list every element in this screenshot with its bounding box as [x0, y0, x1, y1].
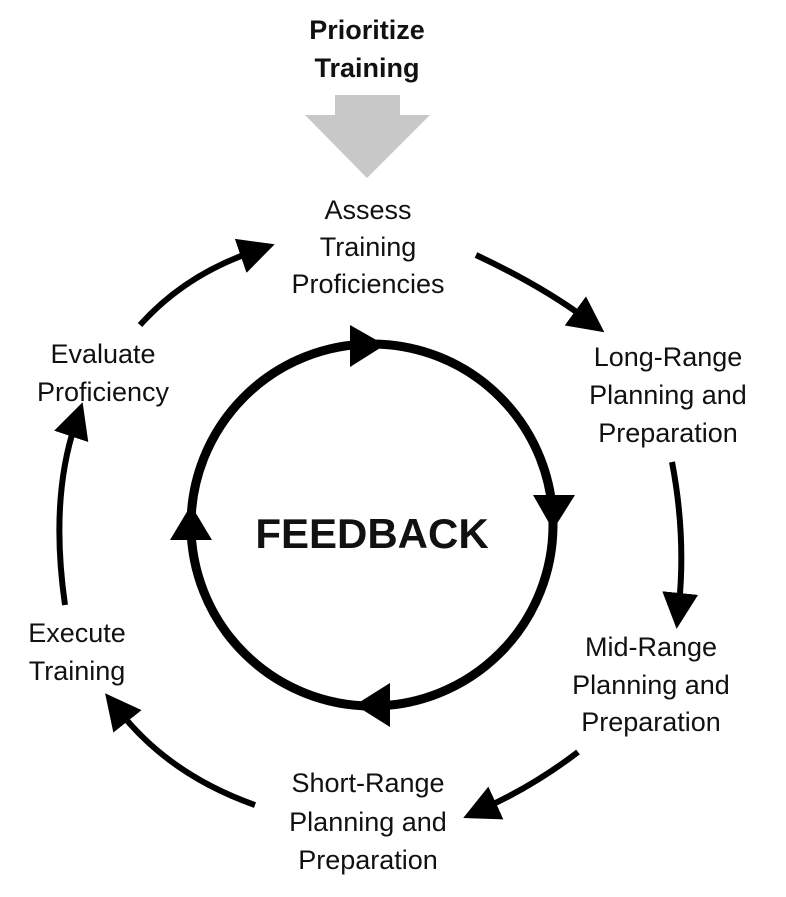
label: Planning and	[589, 380, 747, 410]
arrow-icon	[662, 461, 699, 629]
arrowhead-down-icon	[533, 495, 575, 530]
label: Planning and	[572, 670, 730, 700]
step-mid-range: Mid-Range Planning and Preparation	[572, 632, 730, 737]
label: Evaluate	[50, 339, 155, 369]
step-execute: Execute Training	[28, 618, 126, 686]
arrowhead-right-icon	[350, 325, 385, 367]
step-assess: Assess Training Proficiencies	[291, 195, 444, 299]
label: Preparation	[581, 707, 721, 737]
label: Short-Range	[291, 768, 444, 798]
arrow-icon	[137, 238, 275, 328]
title-line-1: Prioritize	[309, 15, 425, 45]
step-short-range: Short-Range Planning and Preparation	[289, 768, 447, 875]
label: Proficiency	[37, 377, 170, 407]
step-evaluate: Evaluate Proficiency	[37, 339, 170, 407]
input-arrow-icon	[305, 95, 430, 178]
arrow-icon	[105, 693, 256, 808]
label: Preparation	[298, 845, 438, 875]
label: Execute	[28, 618, 126, 648]
label: Planning and	[289, 807, 447, 837]
label: Long-Range	[594, 342, 743, 372]
label: Preparation	[598, 418, 738, 448]
arrow-icon	[474, 252, 605, 333]
label: Mid-Range	[585, 632, 717, 662]
step-long-range: Long-Range Planning and Preparation	[589, 342, 747, 448]
arrow-icon	[54, 402, 89, 606]
arrow-icon	[463, 749, 580, 820]
label: Training	[29, 656, 126, 686]
label: Assess	[324, 195, 411, 225]
label: Proficiencies	[291, 269, 444, 299]
title-line-2: Training	[314, 53, 419, 83]
feedback-label: FEEDBACK	[255, 510, 488, 557]
arrowhead-left-icon	[355, 683, 390, 727]
outer-cycle-arrows	[54, 238, 699, 820]
label: Training	[320, 232, 417, 262]
arrowhead-up-icon	[170, 505, 212, 540]
